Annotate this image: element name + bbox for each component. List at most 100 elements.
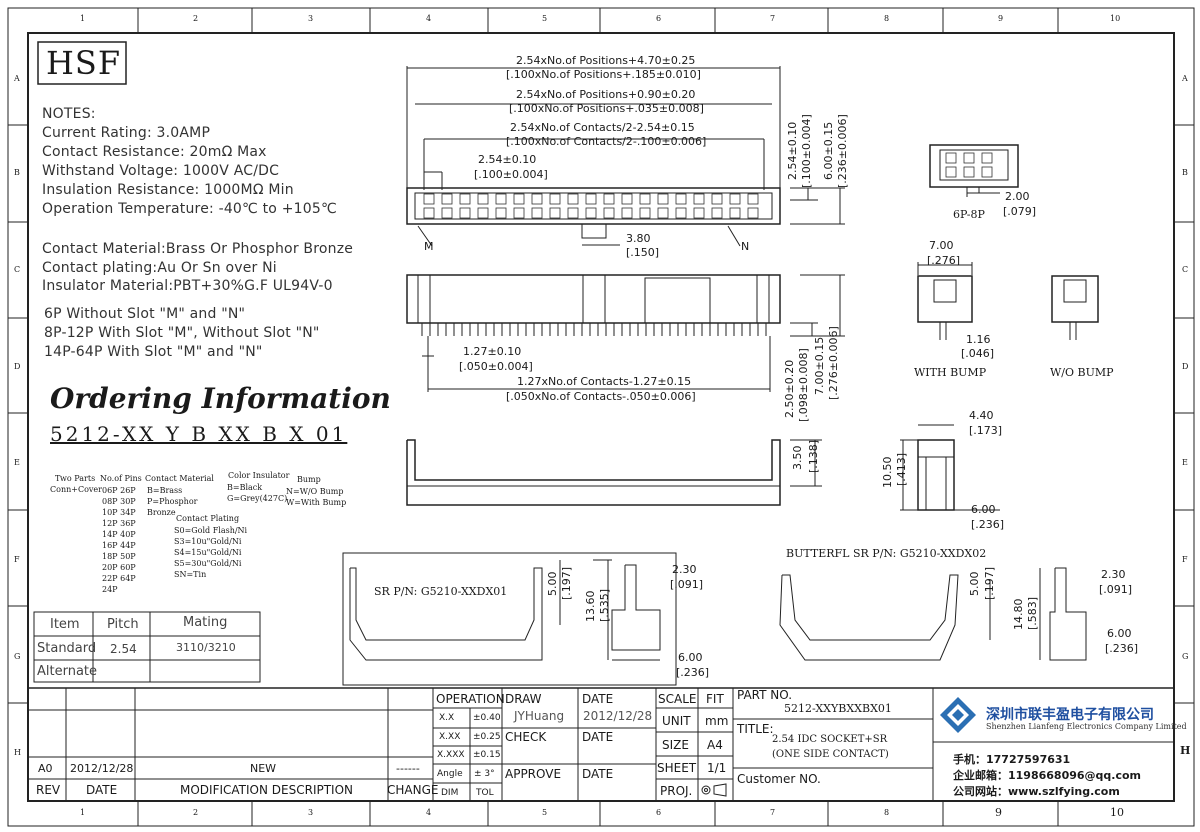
dim-text: [.150] [626, 246, 660, 259]
operation-label: OPERATION [436, 692, 505, 706]
rev-header: REV [36, 783, 61, 797]
sr-part-number: SR P/N: G5210-XXDX01 [374, 585, 508, 598]
company-name-cn: 深圳市联丰盈电子有限公司 [986, 707, 1154, 723]
dim-text: [.236] [676, 666, 710, 679]
unit-label: UNIT [662, 714, 691, 728]
slot-line: 6P Without Slot "M" and "N" [44, 306, 246, 322]
grid-row-label: D [14, 362, 21, 371]
slot-m-label: M [424, 240, 434, 253]
company-email: 企业邮箱：1198668096@qq.com [953, 769, 1142, 782]
contact-plating: S4=15u"Gold/Ni [174, 548, 242, 557]
dim-text: 6.00 [678, 651, 703, 664]
dim-text-vertical: 3.50 [791, 445, 804, 471]
contact-material: B=Brass [147, 486, 183, 495]
draw-by: JYHuang [514, 709, 565, 723]
butterfl-sr-part-number: BUTTERFL SR P/N: G5210-XXDX02 [786, 547, 987, 560]
table-cell: Alternate [37, 664, 98, 679]
grid-col-label: 7 [770, 808, 776, 817]
tol-value: TOL [476, 788, 494, 798]
part-no-label: PART NO. [737, 688, 793, 702]
grid-col-label: 4 [426, 808, 432, 817]
rev-date: 2012/12/28 [70, 762, 134, 775]
table-cell: 3110/3210 [176, 641, 236, 654]
grid-col-label: 5 [542, 808, 548, 817]
company-name-en: Shenzhen Lianfeng Electronics Company Li… [986, 722, 1187, 731]
tol-value: ± 3° [474, 769, 495, 779]
contact-material: Bronze [147, 508, 176, 517]
hsf-logo: HSF [46, 44, 122, 82]
table-header-mating: Mating [183, 615, 228, 630]
dim-text-vertical: 2.50±0.20 [783, 359, 796, 418]
pins-item: 12P 36P [102, 519, 136, 528]
grid-row-label: F [14, 555, 20, 564]
pins-item: 08P 30P [102, 497, 136, 506]
grid-col-label: 10 [1110, 14, 1121, 23]
change-header: CHANGE [387, 783, 439, 797]
note-line: Withstand Voltage: 1000V AC/DC [42, 163, 280, 179]
company-website[interactable]: 公司网站：www.szlfying.com [953, 785, 1120, 798]
dim-text: 1.27xNo.of Contacts-1.27±0.15 [517, 375, 692, 388]
dim-text: [.079] [1003, 205, 1037, 218]
note-line: Current Rating: 3.0AMP [42, 125, 211, 141]
customer-no-label: Customer NO. [737, 772, 821, 786]
dim-text: [.236] [1105, 642, 1139, 655]
rev-description: NEW [250, 762, 277, 775]
grid-row-label: G [1182, 652, 1189, 661]
dim-text: 3.80 [626, 232, 651, 245]
tol-label: DIM [441, 788, 459, 798]
dim-text: 6.00 [1107, 627, 1132, 640]
dim-text-vertical: [.276±0.006] [827, 326, 840, 400]
tol-label: X.X [439, 713, 455, 723]
note-line: Operation Temperature: -40℃ to +105℃ [42, 201, 337, 217]
grid-col-label: 7 [770, 14, 776, 23]
dim-text-vertical: 2.54±0.10 [786, 121, 799, 180]
grid-row-label: C [1182, 265, 1189, 274]
pins-title: No.of Pins [100, 474, 142, 483]
dim-text-vertical: [.413] [895, 452, 908, 486]
approve-label: APPROVE [505, 767, 562, 781]
contact-plating: SN=Tin [174, 570, 207, 579]
grid-col-label: 5 [542, 14, 548, 23]
pins-item: 20P 60P [102, 563, 136, 572]
dim-text-vertical: [.583] [1026, 596, 1039, 630]
grid-col-label: 8 [884, 14, 890, 23]
pins-item: 22P 64P [102, 574, 136, 583]
dim-text: [.100xNo.of Positions+.035±0.008] [509, 102, 704, 115]
note-line: Insulation Resistance: 1000MΩ Min [42, 182, 294, 198]
contact-plating: S3=10u"Gold/Ni [174, 537, 242, 546]
two-parts-label: Two Parts [55, 474, 96, 483]
grid-col-label: 2 [193, 14, 199, 23]
contact-material: P=Phosphor [147, 497, 198, 506]
drawing-title-line-2: (ONE SIDE CONTACT) [772, 749, 889, 760]
dim-text: [.100±0.004] [474, 168, 548, 181]
dim-text: [.100xNo.of Positions+.185±0.010] [506, 68, 701, 81]
dim-text-vertical: 5.00 [546, 571, 559, 597]
grid-row-label: F [1182, 555, 1188, 564]
bump-item: N=W/O Bump [286, 487, 344, 496]
grid-col-label: 8 [884, 808, 890, 817]
grid-row-label: E [14, 458, 20, 467]
check-label: CHECK [505, 730, 547, 744]
description-header: MODIFICATION DESCRIPTION [180, 783, 354, 797]
proj-label: PROJ. [660, 784, 693, 798]
tol-value: ±0.25 [473, 732, 501, 742]
grid-row-label: A [1182, 74, 1188, 83]
dim-text: [.091] [1099, 583, 1133, 596]
grid-col-label: 2 [193, 808, 199, 817]
notes-title: NOTES: [42, 106, 96, 122]
dim-text: [.236] [971, 518, 1005, 531]
pins-item: 06P 26P [102, 486, 136, 495]
dim-text-vertical: 13.60 [584, 590, 597, 623]
grid-row-label: H [14, 748, 21, 757]
table-cell: 2.54 [110, 642, 137, 656]
dim-text: 6.00 [971, 503, 996, 516]
scale-label: SCALE [658, 692, 697, 706]
tol-label: X.XX [439, 732, 461, 742]
grid-row-label: D [1182, 362, 1189, 371]
sheet-label: SHEET [657, 761, 697, 775]
two-parts-value: Conn+Cover [50, 485, 102, 494]
dim-text: 2.30 [672, 563, 697, 576]
grid-col-label: 10 [1110, 806, 1124, 819]
dim-text-vertical: 10.50 [881, 456, 894, 489]
